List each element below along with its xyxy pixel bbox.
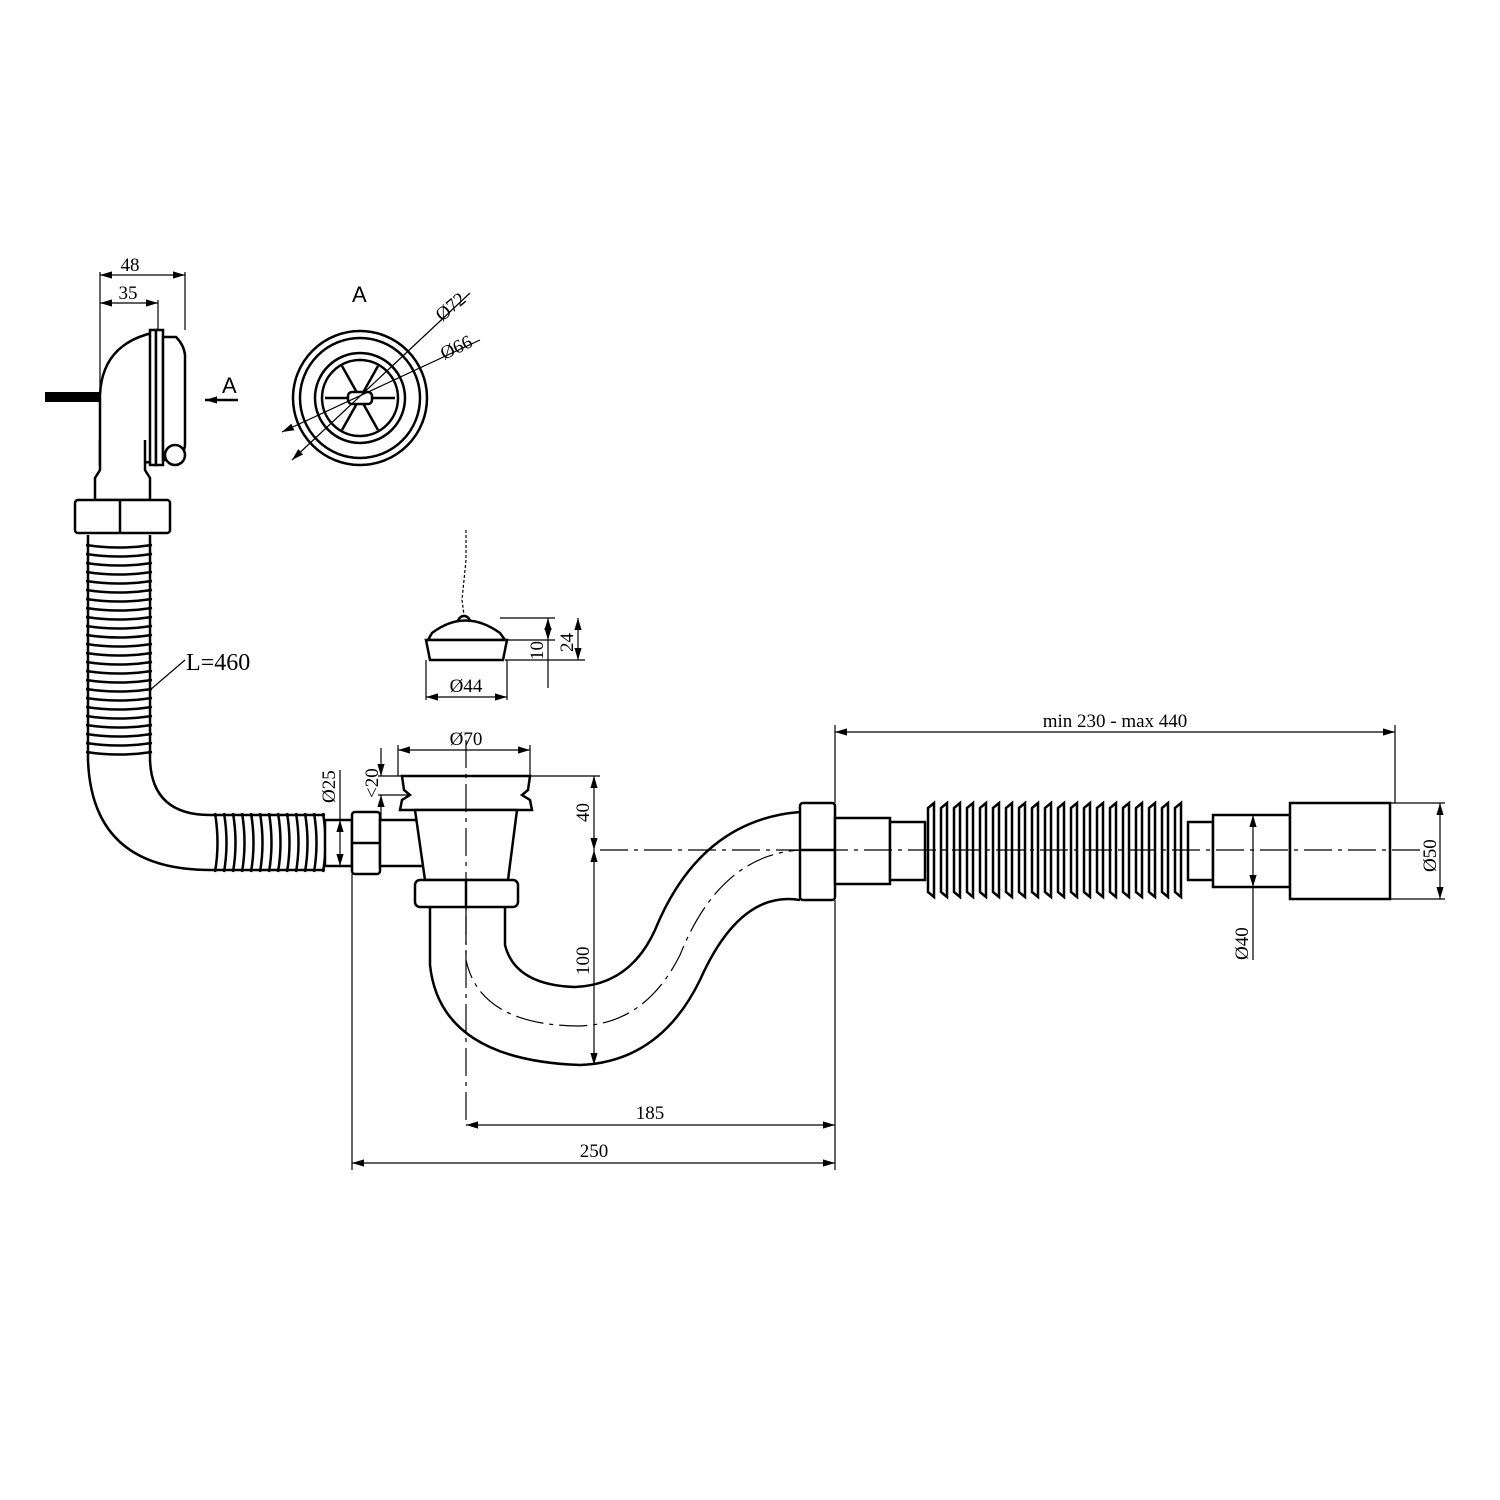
dim-o50: Ø50 [1420,839,1441,872]
hose-rib [85,570,153,576]
bellows-rib [1121,800,1131,900]
dim-40: 40 [573,803,594,822]
hose-rib [85,606,153,612]
bellows-rib [1108,800,1118,900]
hose-rib [85,732,153,738]
plug-with-chain: 10 24 Ø44 [424,530,585,701]
hose-rib [240,812,246,873]
hose-rib [85,624,153,630]
dim-250: 250 [580,1141,609,1162]
hose-rib [85,615,153,621]
hose-rib [85,597,153,603]
hose-rib [85,660,153,666]
dim-o25: Ø25 [319,770,340,803]
view-a-grate: A Ø72 Ø66 [281,282,481,467]
hose-rib [276,812,282,873]
strainer-body: Ø70 <20 [362,729,534,1125]
overflow-nut [73,498,172,535]
overflow-hose: L=460 [85,535,327,873]
thread-left [888,820,927,882]
hose-rib [312,812,318,873]
hose-rib [85,552,153,558]
dim-o40: Ø40 [1232,927,1253,960]
trap-dimensions: 40 100 185 250 [351,775,836,1170]
hose-rib [85,696,153,702]
bellows-rib [1030,800,1040,900]
hose-rib [85,723,153,729]
hose-rib [85,750,153,756]
dim-length-range: min 230 - max 440 [1043,711,1188,732]
dim-o66: Ø66 [437,332,476,365]
trap-outlet-nut [798,801,837,902]
hose-rib [85,633,153,639]
dim-lt20: <20 [362,768,383,798]
dim-185: 185 [636,1103,665,1124]
hose-rib [231,812,237,873]
outlet-pipe [1288,801,1392,901]
hose-rib [303,812,309,873]
hose-rib [85,561,153,567]
dim-48: 48 [121,255,140,276]
view-marker-a: A [222,373,237,398]
dim-o70: Ø70 [450,729,483,750]
dim-10: 10 [527,641,548,660]
hose-rib [85,651,153,657]
extension-hose: min 230 - max 440 Ø50 Ø40 [600,711,1445,960]
hose-rib [85,705,153,711]
overflow-screw [163,443,187,467]
hose-rib [213,812,219,873]
hose-rib [85,678,153,684]
view-a-title: A [352,282,367,307]
hose-rib [85,642,153,648]
hose-rib [249,812,255,873]
hose-rib [85,687,153,693]
dim-100: 100 [573,947,594,976]
hose-rib [294,812,300,873]
hose-rib [85,669,153,675]
hose-rib [85,579,153,585]
thread-right [1186,820,1215,882]
bellows-rib [978,800,988,900]
dim-l460: L=460 [186,650,250,676]
hose-rib [85,714,153,720]
hose-rib [267,812,273,873]
hose-rib [85,588,153,594]
dim-35: 35 [119,283,138,304]
hose-rib [222,812,228,873]
overflow-rod [45,392,100,402]
dim-o44: Ø44 [450,676,483,697]
overflow-assembly: 48 35 A [45,255,238,535]
dim-24: 24 [557,633,578,653]
hose-rib [258,812,264,873]
hose-rib [85,741,153,747]
hose-rib [85,543,153,549]
hose-rib [285,812,291,873]
dim-o72: Ø72 [432,289,471,326]
